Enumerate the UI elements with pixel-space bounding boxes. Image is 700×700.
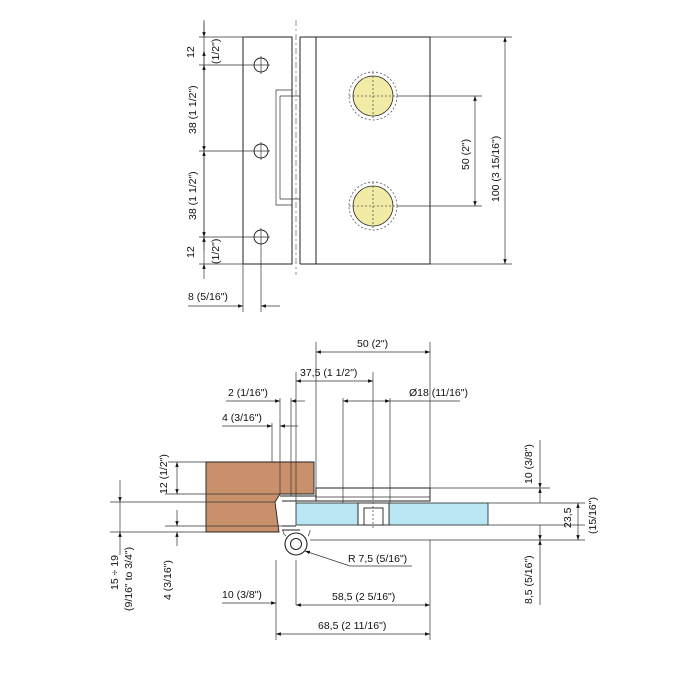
glass-pane-right: [388, 502, 489, 526]
leaf-screw-holes: [252, 56, 270, 246]
dim-4-top: 4 (3/16"): [222, 412, 262, 424]
wooden-door: [205, 461, 315, 533]
dim-15-19: 15 ÷ 19: [109, 555, 121, 590]
radius-leader: [304, 550, 351, 567]
right-vertical-dims: [310, 440, 585, 605]
glass-screw-heads: [348, 71, 398, 231]
dim-38-bottom: 38 (1 1/2"): [187, 171, 199, 220]
dim-15-19-inch: (9/16" to 3/4"): [123, 547, 135, 611]
right-dimensions: [397, 36, 512, 265]
dim-23-5-inch: (15/16"): [587, 497, 599, 534]
dim-100: 100 (3 15/16"): [490, 136, 502, 202]
dim-50-front: 50 (2"): [460, 139, 472, 170]
knuckle-pin: [290, 538, 302, 550]
dim-23-5: 23,5: [562, 507, 574, 528]
dim-68-5: 68,5 (2 11/16"): [318, 620, 386, 632]
dim-10-bottom: 10 (3/8"): [222, 589, 262, 601]
dim-12-top: 12: [185, 46, 197, 58]
dim-8-lines: [188, 246, 280, 312]
dim-38-top: 38 (1 1/2"): [187, 85, 199, 134]
dim-r7-5: R 7,5 (5/16"): [348, 553, 407, 565]
section-view: 50 (2") 37,5 (1 1/2") 2 (1/16") Ø18 (11/…: [109, 338, 599, 640]
leaf-recess: [275, 89, 300, 206]
dim-d18: Ø18 (11/16"): [409, 387, 468, 399]
left-dimension-chain: [199, 20, 252, 279]
left-vertical-dims: [110, 461, 282, 555]
dim-37-5: 37,5 (1 1/2"): [300, 367, 357, 379]
glass-pane-left: [295, 502, 359, 526]
dim-12-bottom-inch: (1/2"): [210, 239, 222, 264]
dim-12-left: 12 (1/2"): [158, 454, 170, 494]
dim-2: 2 (1/16"): [228, 387, 268, 399]
dim-10-right: 10 (3/8"): [523, 444, 535, 484]
dim-8: 8 (5/16"): [188, 291, 228, 303]
dim-50-section: 50 (2"): [357, 338, 388, 350]
dim-8-5: 8,5 (5/16"): [523, 555, 535, 604]
dim-12-top-inch: (1/2"): [210, 39, 222, 64]
hinge-leaf-section: [280, 495, 316, 531]
front-view: 12 (1/2") 38 (1 1/2") 38 (1 1/2") 12 (1/…: [185, 20, 512, 312]
dim-58-5: 58,5 (2 5/16"): [332, 591, 395, 603]
dim-12-bottom: 12: [185, 246, 197, 258]
dim-4-left: 4 (3/16"): [162, 560, 174, 600]
glass-clamp-plate: [315, 36, 431, 265]
section-extension-lines: [271, 342, 431, 640]
